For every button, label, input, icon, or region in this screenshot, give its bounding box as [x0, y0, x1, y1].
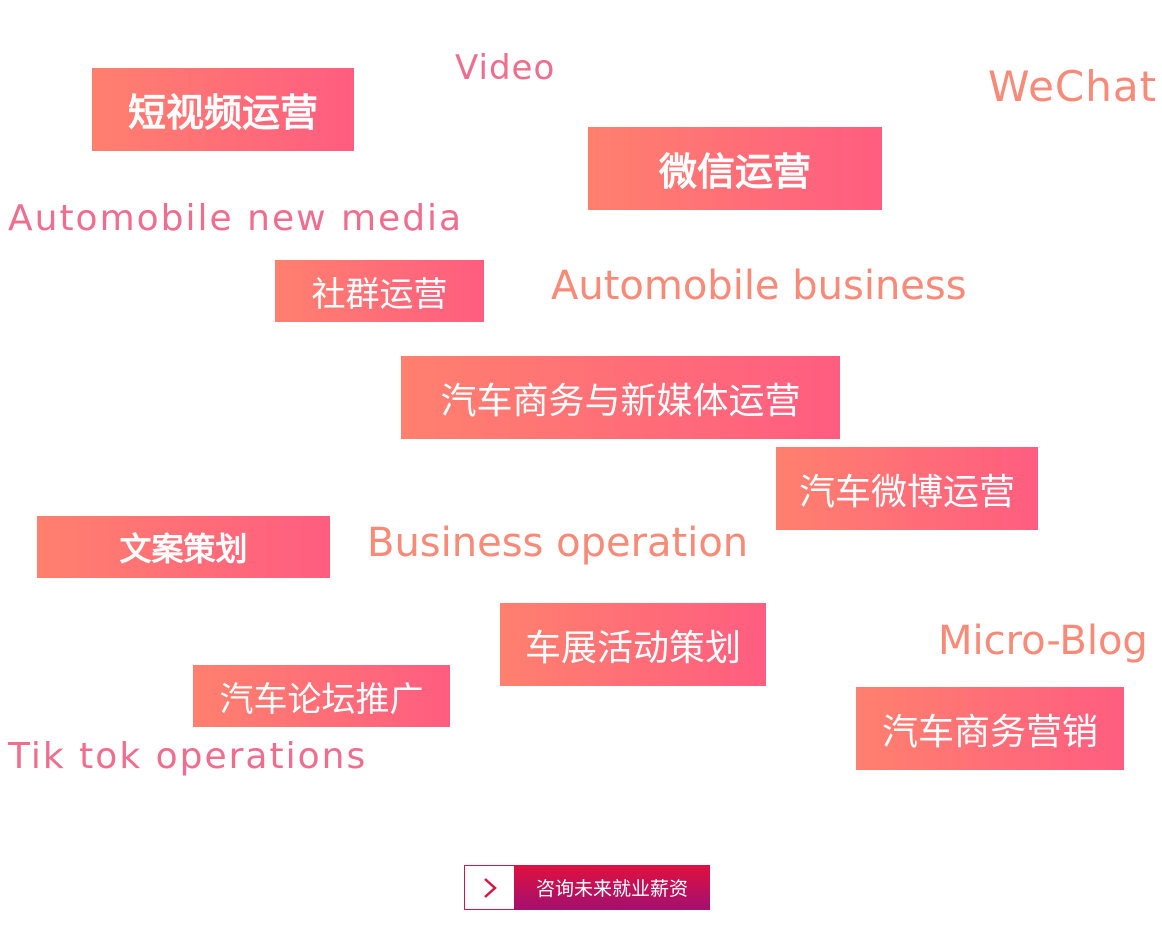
- tag-auto-weibo-operations: 汽车微博运营: [776, 447, 1038, 530]
- tag-community-operations: 社群运营: [275, 260, 484, 322]
- tag-auto-business-marketing: 汽车商务营销: [856, 687, 1124, 770]
- tag-wechat-operations: 微信运营: [588, 127, 882, 210]
- label-business-operation: Business operation: [367, 520, 749, 566]
- chevron-right-icon: [464, 865, 514, 910]
- label-video: Video: [455, 48, 556, 88]
- label-micro-blog: Micro-Blog: [938, 618, 1148, 664]
- label-automobile-business: Automobile business: [551, 263, 967, 309]
- label-tiktok-operations: Tik tok operations: [8, 736, 368, 777]
- label-wechat: WeChat: [988, 62, 1158, 111]
- consult-salary-label: 咨询未来就业薪资: [514, 865, 710, 910]
- tag-auto-show-planning: 车展活动策划: [500, 603, 766, 686]
- tag-short-video-operations: 短视频运营: [92, 68, 354, 151]
- label-automobile-new-media: Automobile new media: [8, 198, 464, 239]
- tag-auto-business-new-media: 汽车商务与新媒体运营: [401, 356, 840, 439]
- consult-salary-button[interactable]: 咨询未来就业薪资: [464, 865, 710, 910]
- tag-auto-forum-promotion: 汽车论坛推广: [193, 665, 450, 727]
- tag-copywriting-planning: 文案策划: [37, 516, 330, 578]
